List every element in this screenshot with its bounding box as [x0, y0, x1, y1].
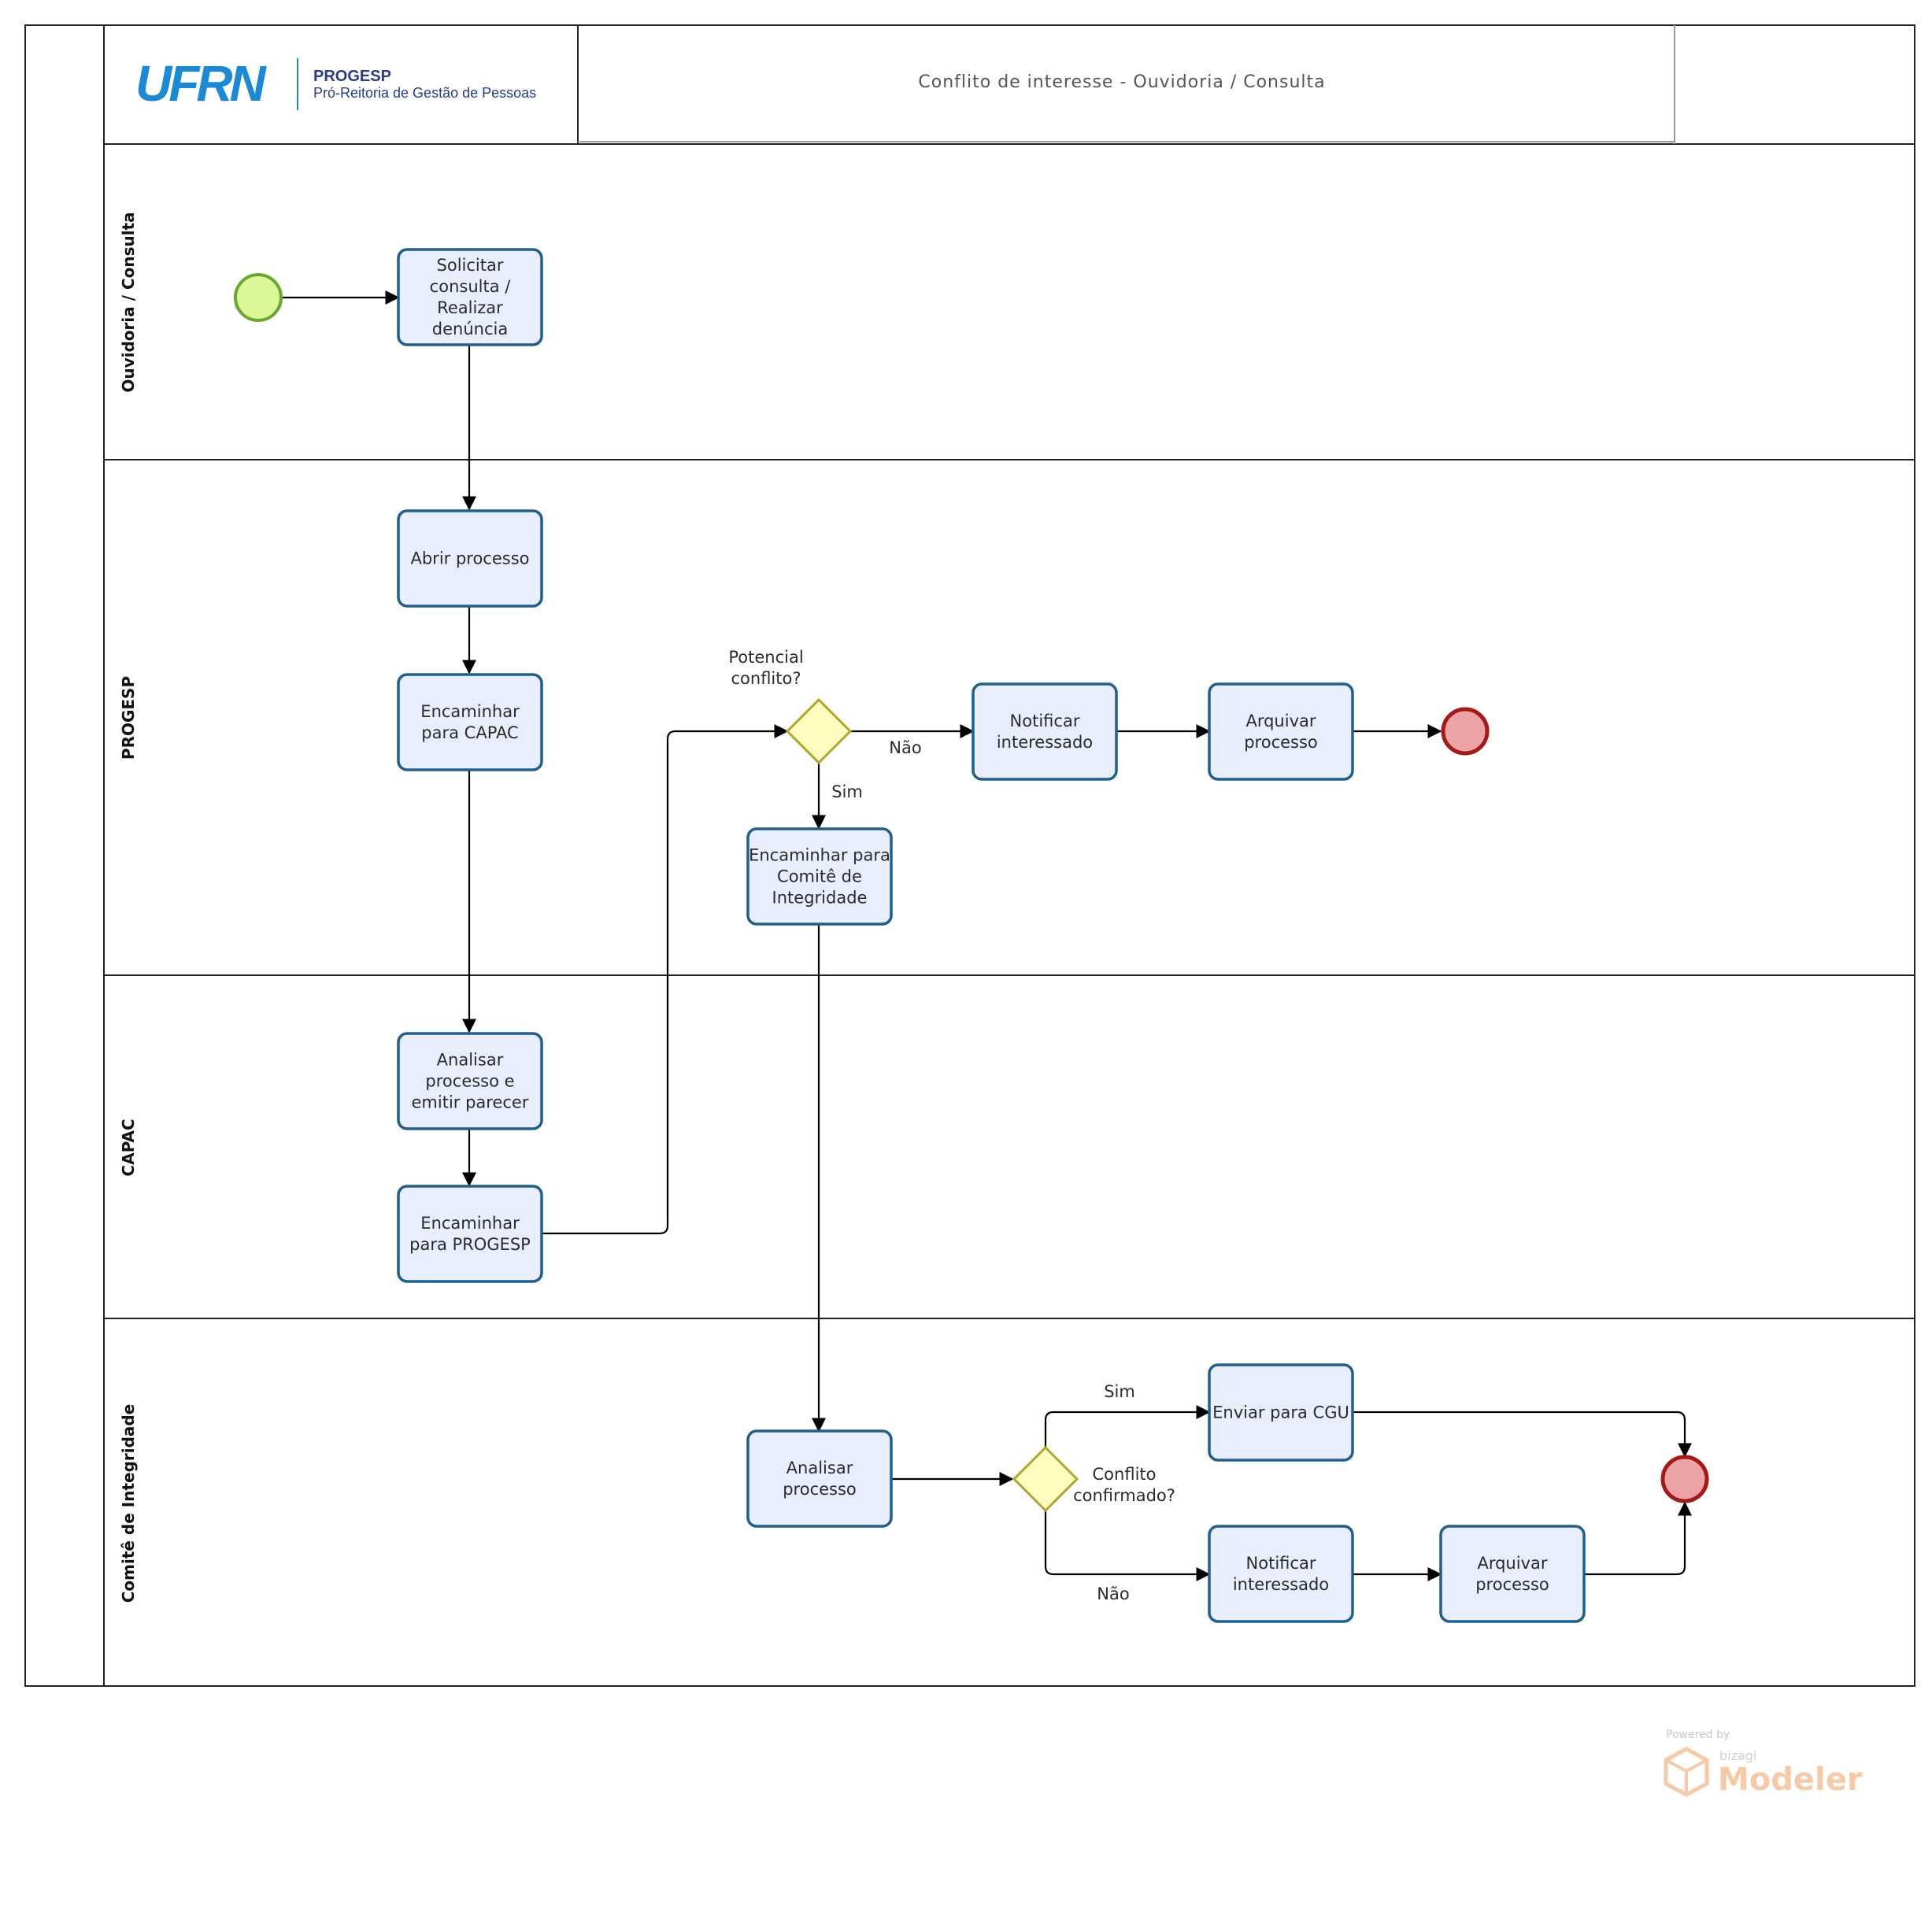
task-label: Solicitar: [437, 256, 504, 275]
gateway-label-line: conflito?: [731, 669, 801, 688]
end-event-icon: [1441, 707, 1490, 756]
brand-text: bizagi: [1719, 1748, 1756, 1763]
task-label: interessado: [1233, 1575, 1329, 1594]
task-label: Encaminhar: [420, 702, 520, 721]
task-label: para PROGESP: [409, 1235, 531, 1254]
powered-by-text: Powered by: [1666, 1729, 1730, 1741]
task-abrir-processo[interactable]: Abrir processo: [397, 509, 543, 608]
gateway-label-line: Potencial: [728, 648, 803, 667]
flow-label-sim-cgu: Sim: [1104, 1382, 1135, 1401]
start-event-icon: [234, 273, 283, 322]
task-analisar-parecer[interactable]: Analisar processo e emitir parecer: [397, 1032, 543, 1130]
exclusive-gateway-icon: [1012, 1445, 1079, 1513]
task-label: Integridade: [772, 889, 868, 908]
lane-title-progesp: PROGESP: [119, 676, 138, 760]
task-solicitar[interactable]: Solicitar consulta / Realizar denúncia: [397, 248, 543, 346]
task-enviar-cgu[interactable]: Enviar para CGU: [1208, 1363, 1354, 1462]
flow-label-sim: Sim: [831, 782, 863, 801]
task-label: denúncia: [432, 320, 508, 338]
task-label: interessado: [997, 733, 1093, 752]
task-arquivar-processo[interactable]: Arquivar processo: [1208, 682, 1354, 781]
task-label: Encaminhar: [420, 1214, 520, 1233]
task-encaminhar-progesp[interactable]: Encaminhar para PROGESP: [397, 1185, 543, 1283]
task-label: Analisar: [437, 1051, 504, 1070]
gateway-label-line: confirmado?: [1073, 1486, 1175, 1505]
task-label: processo e: [425, 1072, 514, 1091]
task-label: Comitê de: [777, 867, 862, 886]
org-name: PROGESP: [313, 68, 391, 85]
exclusive-gateway-icon: [785, 697, 853, 765]
sequence-flows: [282, 290, 1692, 1581]
task-label: processo: [1244, 733, 1318, 752]
bizagi-cube-icon: [1664, 1747, 1709, 1797]
task-label: Arquivar: [1245, 712, 1316, 730]
flow-label-nao: Não: [889, 738, 921, 757]
task-label: Analisar: [786, 1459, 853, 1477]
task-label: emitir parecer: [412, 1093, 529, 1112]
pool: [24, 24, 1915, 1687]
task-notificar-interessado-comite[interactable]: Notificar interessado: [1208, 1525, 1354, 1623]
task-label: consulta /: [430, 277, 512, 296]
task-label: Notificar: [1246, 1554, 1316, 1573]
task-notificar-interessado[interactable]: Notificar interessado: [972, 682, 1118, 781]
logo-text: UFRN: [135, 55, 268, 112]
gateway-label-potencial: Potencial conflito?: [728, 648, 803, 688]
task-label: processo: [783, 1480, 857, 1499]
flow-label-nao-comite: Não: [1097, 1584, 1129, 1603]
gateway-label-confirmado: Conflito confirmado?: [1073, 1465, 1175, 1505]
task-label: Notificar: [1010, 712, 1080, 730]
task-arquivar-processo-comite[interactable]: Arquivar processo: [1439, 1525, 1586, 1623]
task-label: Encaminhar para: [749, 846, 890, 865]
task-label: Abrir processo: [410, 549, 529, 568]
org-full-name: Pró-Reitoria de Gestão de Pessoas: [313, 85, 536, 101]
ufrn-logo: UFRN PROGESP Pró-Reitoria de Gestão de P…: [135, 55, 536, 112]
task-label: Realizar: [437, 298, 503, 317]
product-text: Modeler: [1718, 1762, 1863, 1798]
task-label: Arquivar: [1477, 1554, 1547, 1573]
lane-title-ouvidoria: Ouvidoria / Consulta: [119, 212, 138, 392]
task-analisar-processo[interactable]: Analisar processo: [746, 1429, 893, 1528]
bizagi-watermark: Powered by bizagi Modeler: [1664, 1729, 1863, 1798]
diagram-title: Conflito de interesse - Ouvidoria / Cons…: [918, 72, 1325, 92]
lane-title-comite: Comitê de Integridade: [119, 1404, 138, 1603]
lane-title-capac: CAPAC: [119, 1119, 138, 1176]
end-event-icon: [1660, 1455, 1709, 1503]
task-label: processo: [1475, 1575, 1549, 1594]
task-label: Enviar para CGU: [1212, 1403, 1349, 1422]
task-encaminhar-capac[interactable]: Encaminhar para CAPAC: [397, 673, 543, 771]
gateway-label-line: Conflito: [1093, 1465, 1157, 1484]
task-label: para CAPAC: [421, 723, 518, 742]
